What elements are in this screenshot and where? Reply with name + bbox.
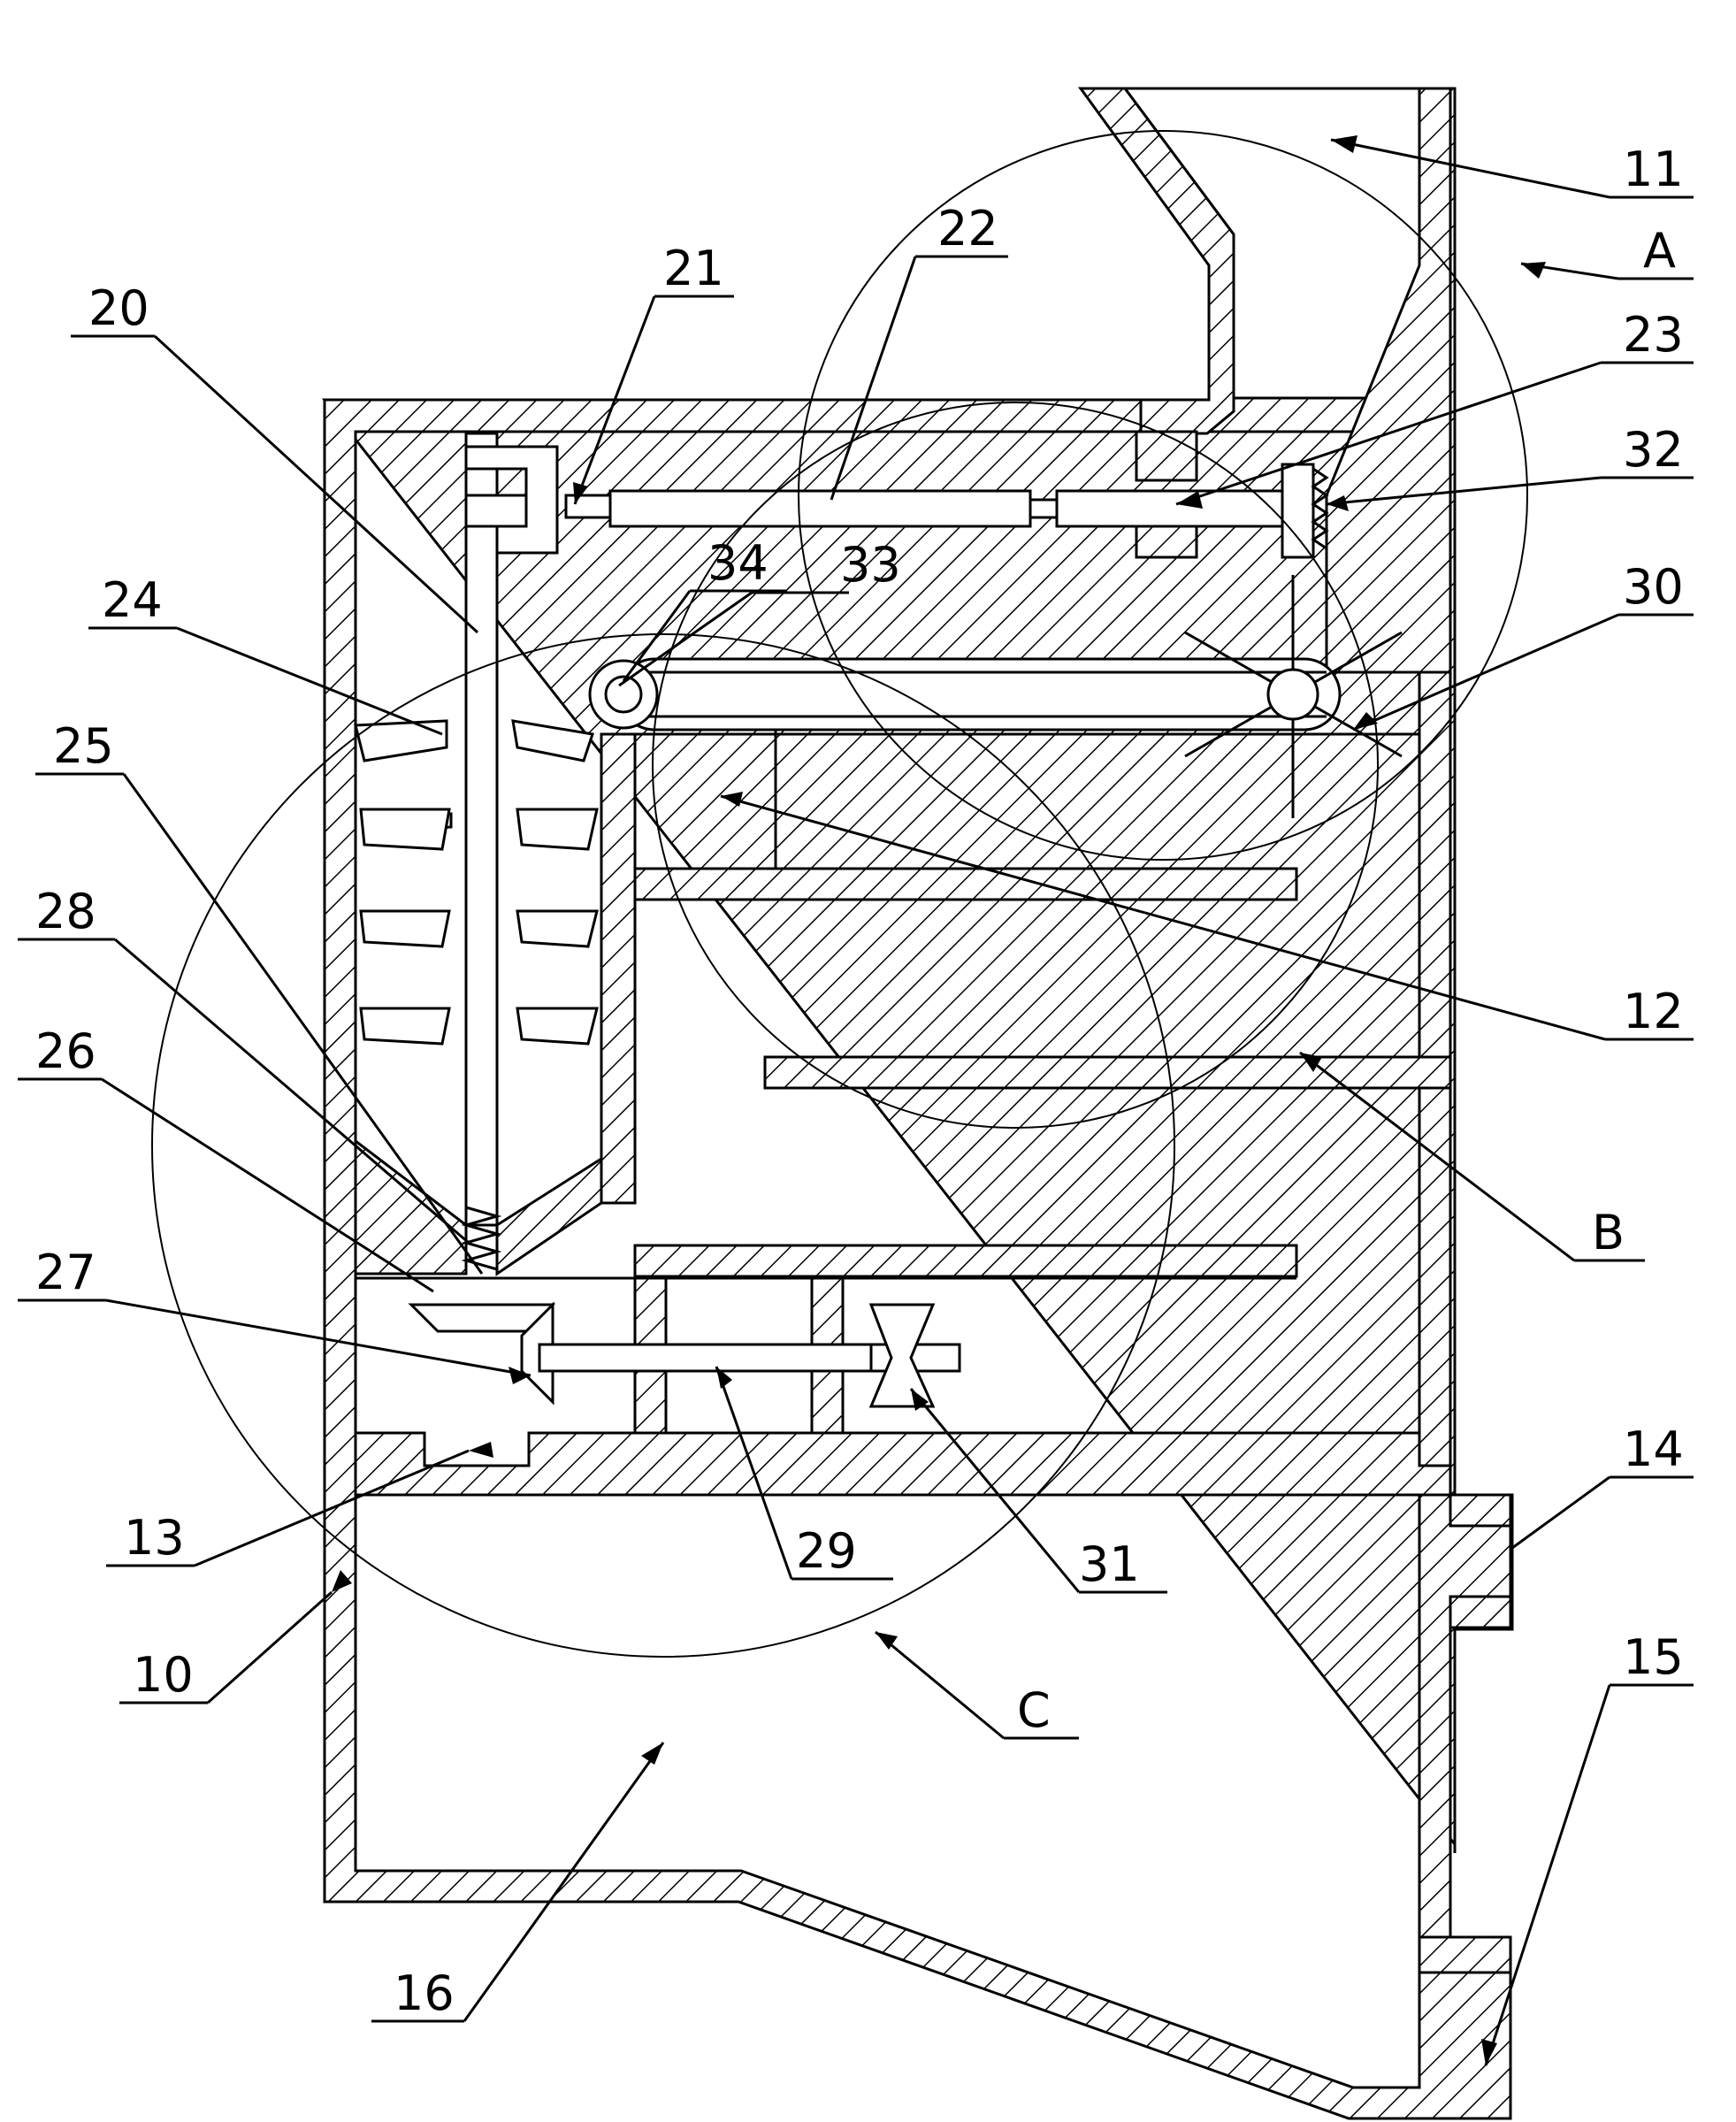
label-27: 27 bbox=[35, 1245, 96, 1300]
label-16: 16 bbox=[394, 1965, 455, 2021]
label-29: 29 bbox=[796, 1523, 857, 1579]
label-32: 32 bbox=[1623, 422, 1684, 478]
arrowheads bbox=[332, 135, 1546, 2065]
push-rod bbox=[564, 463, 1329, 559]
label-30: 30 bbox=[1623, 559, 1684, 615]
label-26: 26 bbox=[35, 1023, 96, 1079]
label-A: A bbox=[1643, 223, 1676, 279]
label-31: 31 bbox=[1079, 1536, 1140, 1592]
vertical-shaft bbox=[461, 432, 559, 1271]
label-15: 15 bbox=[1623, 1629, 1684, 1685]
label-12: 12 bbox=[1623, 984, 1684, 1039]
label-22: 22 bbox=[937, 201, 998, 257]
label-14: 14 bbox=[1623, 1421, 1684, 1477]
label-10: 10 bbox=[133, 1647, 194, 1703]
label-25: 25 bbox=[53, 718, 114, 774]
crusher-teeth bbox=[354, 719, 599, 1046]
label-C: C bbox=[1017, 1682, 1051, 1738]
label-28: 28 bbox=[35, 884, 96, 939]
rotor-blades bbox=[1184, 575, 1403, 818]
part-labels: 11 A 23 32 30 12 B 14 15 22 21 20 34 33 … bbox=[35, 142, 1684, 2021]
leader-lines bbox=[18, 138, 1694, 2066]
label-21: 21 bbox=[663, 241, 724, 296]
label-33: 33 bbox=[840, 537, 901, 593]
belt-drive bbox=[588, 657, 1342, 732]
label-13: 13 bbox=[124, 1510, 185, 1566]
label-34: 34 bbox=[707, 535, 769, 591]
detail-circles bbox=[151, 130, 1528, 1658]
lower-transmission bbox=[408, 1301, 961, 1408]
label-20: 20 bbox=[88, 280, 149, 336]
label-B: B bbox=[1592, 1205, 1625, 1260]
label-24: 24 bbox=[102, 572, 163, 628]
housing bbox=[321, 87, 1514, 2120]
label-23: 23 bbox=[1623, 307, 1684, 363]
label-11: 11 bbox=[1623, 142, 1684, 197]
